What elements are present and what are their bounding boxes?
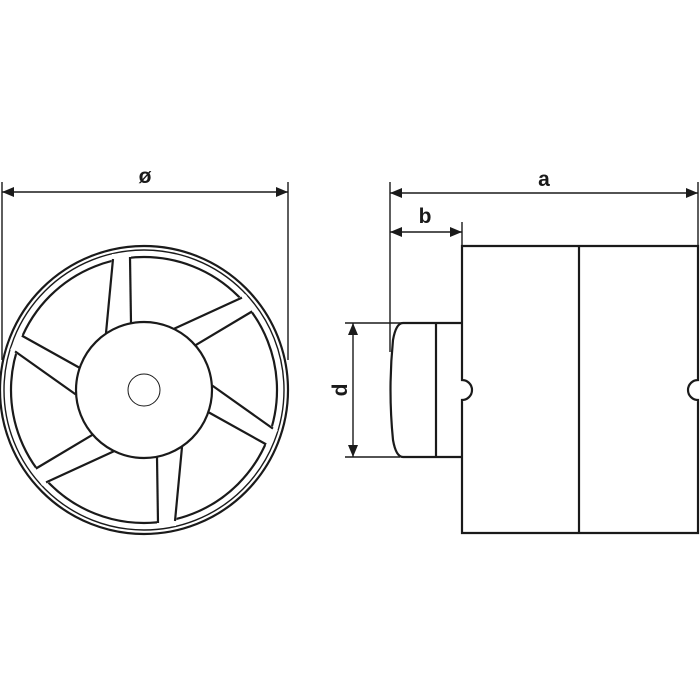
outer-ring-inner	[3, 249, 285, 531]
front-depth-label: b	[419, 205, 432, 228]
front-view: ø	[0, 165, 290, 536]
fan-blade	[207, 384, 278, 448]
spigot-label: d	[329, 384, 352, 397]
fan-blade	[155, 446, 184, 527]
side-view: a b d	[329, 168, 700, 535]
motor-cap	[389, 321, 462, 459]
blades	[10, 253, 278, 527]
diameter-label: ø	[139, 165, 152, 188]
fan-blade	[104, 253, 133, 334]
hub	[74, 320, 214, 460]
outer-ring	[0, 244, 290, 536]
fan-blade	[173, 294, 257, 347]
length-label: a	[538, 168, 550, 191]
housing-body	[460, 244, 700, 535]
fan-blade	[10, 332, 81, 396]
fan-blade	[31, 433, 115, 486]
opening-edge	[9, 255, 279, 525]
center-hole	[127, 373, 161, 407]
